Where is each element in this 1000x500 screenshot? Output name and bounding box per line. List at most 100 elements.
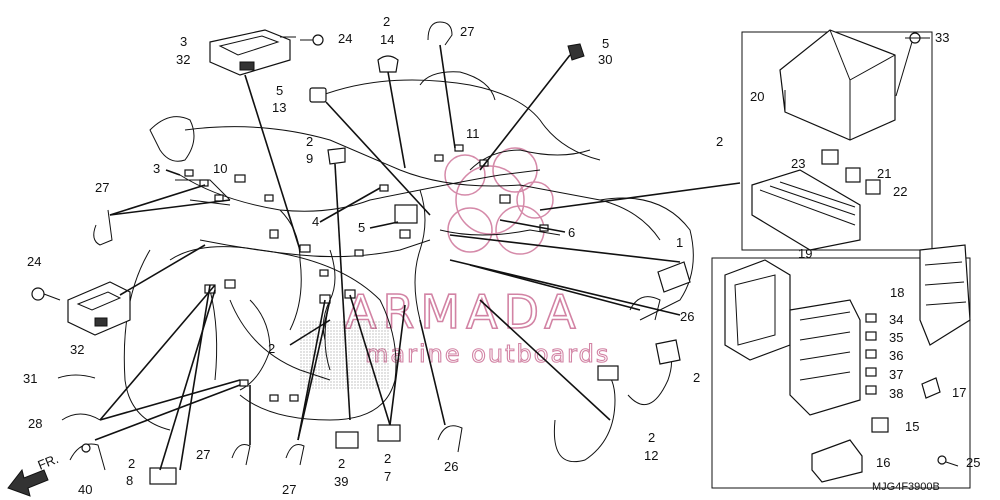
callout-2-box: 2 <box>716 134 723 149</box>
callout-19: 19 <box>798 246 812 261</box>
callout-4: 4 <box>312 214 319 229</box>
callout-2-14-a: 2 <box>383 14 390 29</box>
fuse-34 <box>865 313 877 323</box>
callout-37: 37 <box>889 367 903 382</box>
watermark-tagline: marine outboards <box>365 340 610 368</box>
relay-22 <box>865 179 881 195</box>
callout-5-13-b: 13 <box>272 100 286 115</box>
fuse-box-cover-20 <box>779 29 896 141</box>
callout-2-7-a: 2 <box>384 451 391 466</box>
callout-10: 10 <box>213 161 227 176</box>
relay-21 <box>845 167 861 183</box>
callout-2-39-b: 39 <box>334 474 348 489</box>
callout-18: 18 <box>890 285 904 300</box>
leader-lines <box>94 36 930 471</box>
callout-6: 6 <box>568 225 575 240</box>
connector-8 <box>149 467 177 485</box>
grommet-14 <box>377 55 399 73</box>
callout-2-8-a: 2 <box>128 456 135 471</box>
callout-21: 21 <box>877 166 891 181</box>
bolt-25 <box>937 455 959 467</box>
callout-26-bottom: 26 <box>444 459 458 474</box>
fuse-36 <box>865 349 877 359</box>
band-28 <box>61 413 101 421</box>
callout-2-12-a: 2 <box>648 430 655 445</box>
front-direction-arrow: FR. <box>7 451 61 497</box>
callout-2-12-b: 12 <box>644 448 658 463</box>
clip-40 <box>69 443 106 471</box>
relay-15 <box>871 417 889 433</box>
parts-left <box>31 209 691 485</box>
clamp-27-top <box>427 21 453 46</box>
callout-labels: 2 14 27 3 32 24 5 13 5 30 33 20 2 11 2 9… <box>23 14 980 497</box>
callout-11: 11 <box>466 126 480 141</box>
fuse-box-left <box>67 281 131 336</box>
connector-7 <box>377 424 401 442</box>
clip-9 <box>327 147 346 165</box>
callout-15: 15 <box>905 419 919 434</box>
callout-1: 1 <box>676 235 683 250</box>
connector-39 <box>335 431 359 449</box>
callout-35: 35 <box>889 330 903 345</box>
callout-2-9-b: 9 <box>306 151 313 166</box>
callout-2-7-b: 7 <box>384 469 391 484</box>
callout-38: 38 <box>889 386 903 401</box>
watermark-flower-logo <box>444 147 554 255</box>
unit-16 <box>811 439 863 483</box>
screw-33 <box>895 32 921 97</box>
fuse-17 <box>921 377 941 399</box>
clamp-27-left <box>93 209 113 246</box>
callout-5-mid: 5 <box>358 220 365 235</box>
relay-23 <box>821 149 839 165</box>
callout-24-left: 24 <box>27 254 41 269</box>
callout-32-left: 32 <box>70 342 84 357</box>
callout-23: 23 <box>791 156 805 171</box>
bolt-24-left <box>31 287 61 301</box>
callout-20: 20 <box>750 89 764 104</box>
fuse-box-group-top-right <box>741 29 933 251</box>
clamp-27-bottom-b <box>285 444 305 466</box>
callout-3-32-b: 32 <box>176 52 190 67</box>
callout-2-mid: 2 <box>268 341 275 356</box>
clamp-26-bottom <box>437 425 463 453</box>
fuse-37 <box>865 367 877 377</box>
callout-27-top: 27 <box>460 24 474 39</box>
diagram-code: MJG4F3900B <box>872 481 940 493</box>
clamp-26-right <box>629 296 661 321</box>
fuse-box-top <box>209 29 291 76</box>
callout-24-top: 24 <box>338 31 352 46</box>
cover-18 <box>919 244 971 346</box>
callout-2-right: 2 <box>693 370 700 385</box>
callout-3-left: 3 <box>153 161 160 176</box>
callout-2-8-b: 8 <box>126 473 133 488</box>
callout-27-bottom-b: 27 <box>282 482 296 497</box>
fuse-block <box>751 169 861 251</box>
battery-cable-12 <box>553 339 681 462</box>
fuse-38 <box>865 385 877 395</box>
bolt-24-top <box>300 34 324 46</box>
callout-5-30-a: 5 <box>602 36 609 51</box>
callout-34: 34 <box>889 312 903 327</box>
junction-block <box>789 299 861 416</box>
callout-31: 31 <box>23 371 37 386</box>
callout-17: 17 <box>952 385 966 400</box>
fuse-35 <box>865 331 877 341</box>
fuse-case-19 <box>724 259 791 361</box>
callout-2-9-a: 2 <box>306 134 313 149</box>
bracket-1 <box>657 261 691 293</box>
callout-27-left: 27 <box>95 180 109 195</box>
callout-22: 22 <box>893 184 907 199</box>
parts-top-left <box>209 21 585 165</box>
callout-28: 28 <box>28 416 42 431</box>
callout-5-30-b: 30 <box>598 52 612 67</box>
callout-26-right: 26 <box>680 309 694 324</box>
callout-3-32-a: 3 <box>180 34 187 49</box>
callout-27-bottom-a: 27 <box>196 447 210 462</box>
clamp-27-bottom-a <box>231 444 251 466</box>
callout-36: 36 <box>889 348 903 363</box>
band-31 <box>57 374 96 379</box>
connector-5-13 <box>309 87 327 103</box>
callout-25: 25 <box>966 455 980 470</box>
callout-33: 33 <box>935 30 949 45</box>
